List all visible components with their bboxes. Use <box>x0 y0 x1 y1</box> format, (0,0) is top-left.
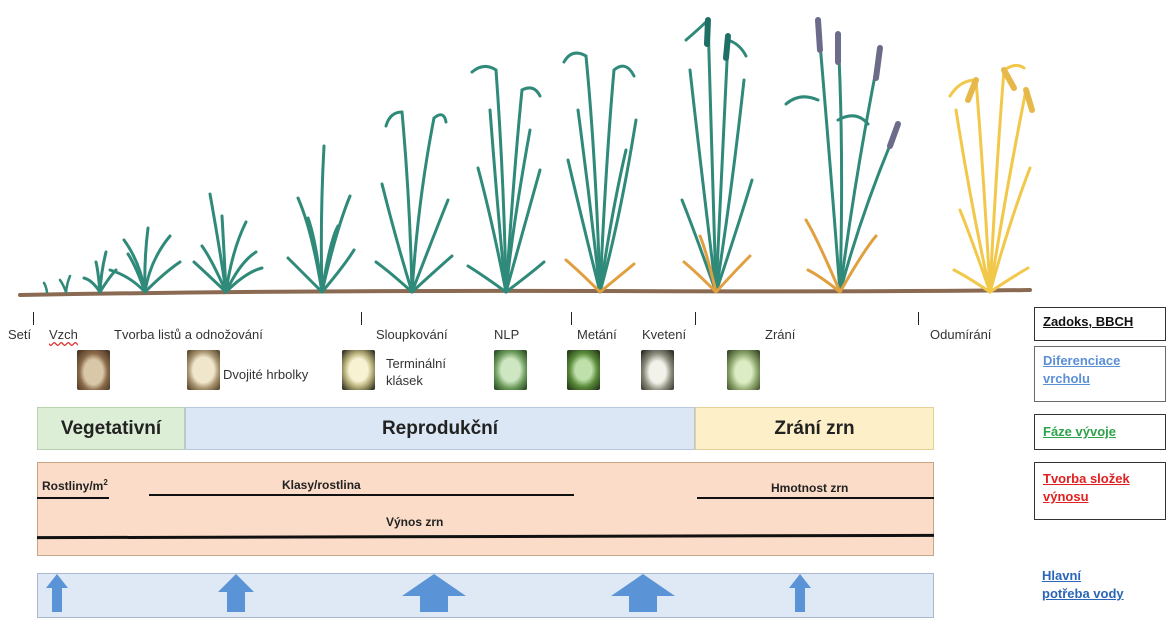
apex-thumbnail-2 <box>187 350 220 390</box>
plant-2-leaves <box>84 252 116 292</box>
yield-label-ears: Klasy/rostlina <box>282 478 361 492</box>
yield-label-yield: Výnos zrn <box>386 515 443 529</box>
plant-heading <box>564 53 636 292</box>
plant-flowering <box>682 20 752 292</box>
legend-apex-line1: Diferenciace <box>1043 353 1120 368</box>
soil-line <box>20 290 1030 295</box>
phase-grain-fill: Zrání zrn <box>695 407 934 450</box>
legend-apex: Diferenciace vrcholu <box>1034 346 1166 402</box>
yield-label-plants-sup: 2 <box>103 478 107 487</box>
legend-zadoks: Zadoks, BBCH <box>1034 307 1166 341</box>
timeline-tick <box>918 312 919 325</box>
legend-water-line1: Hlavní <box>1042 568 1081 583</box>
stage-label-nlp: NLP <box>494 327 519 342</box>
yield-line-plants <box>37 497 109 499</box>
plant-ripening-ears <box>818 20 898 146</box>
timeline-tick <box>33 312 34 325</box>
yield-label-plants-text: Rostliny/m <box>42 479 103 493</box>
stage-label-tillering: Tvorba listů a odnožování <box>114 327 263 342</box>
stage-label-vzch: Vzch <box>49 327 78 342</box>
yield-label-tkw: Hmotnost zrn <box>771 481 848 495</box>
water-arrow-3 <box>402 574 466 612</box>
water-arrow-4 <box>611 574 675 612</box>
legend-phase: Fáze vývoje <box>1034 414 1166 450</box>
plant-seedling-1 <box>44 276 70 292</box>
yield-line-ears <box>149 494 574 496</box>
water-demand-arrows <box>0 570 1170 612</box>
water-arrow-2 <box>218 574 254 612</box>
apex-thumbnail-4 <box>494 350 527 390</box>
yield-line-tkw <box>697 497 934 499</box>
apex-label-terminal-line2: klásek <box>386 372 446 389</box>
apex-label-double-ridge: Dvojité hrbolky <box>223 366 308 383</box>
plant-tillering-2 <box>194 194 262 292</box>
yield-components-box <box>37 462 934 556</box>
plant-flag-leaf <box>468 66 544 292</box>
apex-thumbnail-6 <box>641 350 674 390</box>
legend-water-line2: potřeba vody <box>1042 586 1124 601</box>
apex-thumbnail-7 <box>727 350 760 390</box>
stage-label-senescence: Odumírání <box>930 327 991 342</box>
water-arrow-1 <box>46 574 68 612</box>
timeline-tick <box>695 312 696 325</box>
apex-label-terminal-line1: Terminální <box>386 355 446 372</box>
plant-senescence <box>950 65 1030 292</box>
stage-label-heading: Metání <box>577 327 617 342</box>
apex-thumbnail-5 <box>567 350 600 390</box>
apex-thumbnail-3 <box>342 350 375 390</box>
legend-yield-line2: výnosu <box>1043 489 1089 504</box>
plant-tillering-1 <box>110 228 180 292</box>
yield-label-plants: Rostliny/m2 <box>42 478 108 493</box>
legend-yield-line1: Tvorba složek <box>1043 471 1130 486</box>
legend-phase-text: Fáze vývoje <box>1043 424 1116 439</box>
timeline-tick <box>361 312 362 325</box>
stage-label-flowering: Kvetení <box>642 327 686 342</box>
phase-vegetative: Vegetativní <box>37 407 185 450</box>
legend-zadoks-text: Zadoks, BBCH <box>1043 314 1133 329</box>
plant-elongation-2 <box>376 112 452 292</box>
stage-label-stem-elongation: Sloupkování <box>376 327 448 342</box>
legend-water: Hlavní potřeba vody <box>1034 567 1166 603</box>
stage-label-ripening: Zrání <box>765 327 795 342</box>
plant-growth-illustration <box>0 0 1170 300</box>
timeline-tick <box>571 312 572 325</box>
phase-reproductive: Reprodukční <box>185 407 695 450</box>
apex-thumbnail-1 <box>77 350 110 390</box>
stage-label-seti: Setí <box>8 327 31 342</box>
legend-yield: Tvorba složek výnosu <box>1034 462 1166 520</box>
plant-elongation-1 <box>288 146 354 292</box>
apex-label-terminal-spikelet: Terminální klásek <box>386 355 446 389</box>
water-arrow-5 <box>789 574 811 612</box>
legend-apex-line2: vrcholu <box>1043 371 1090 386</box>
